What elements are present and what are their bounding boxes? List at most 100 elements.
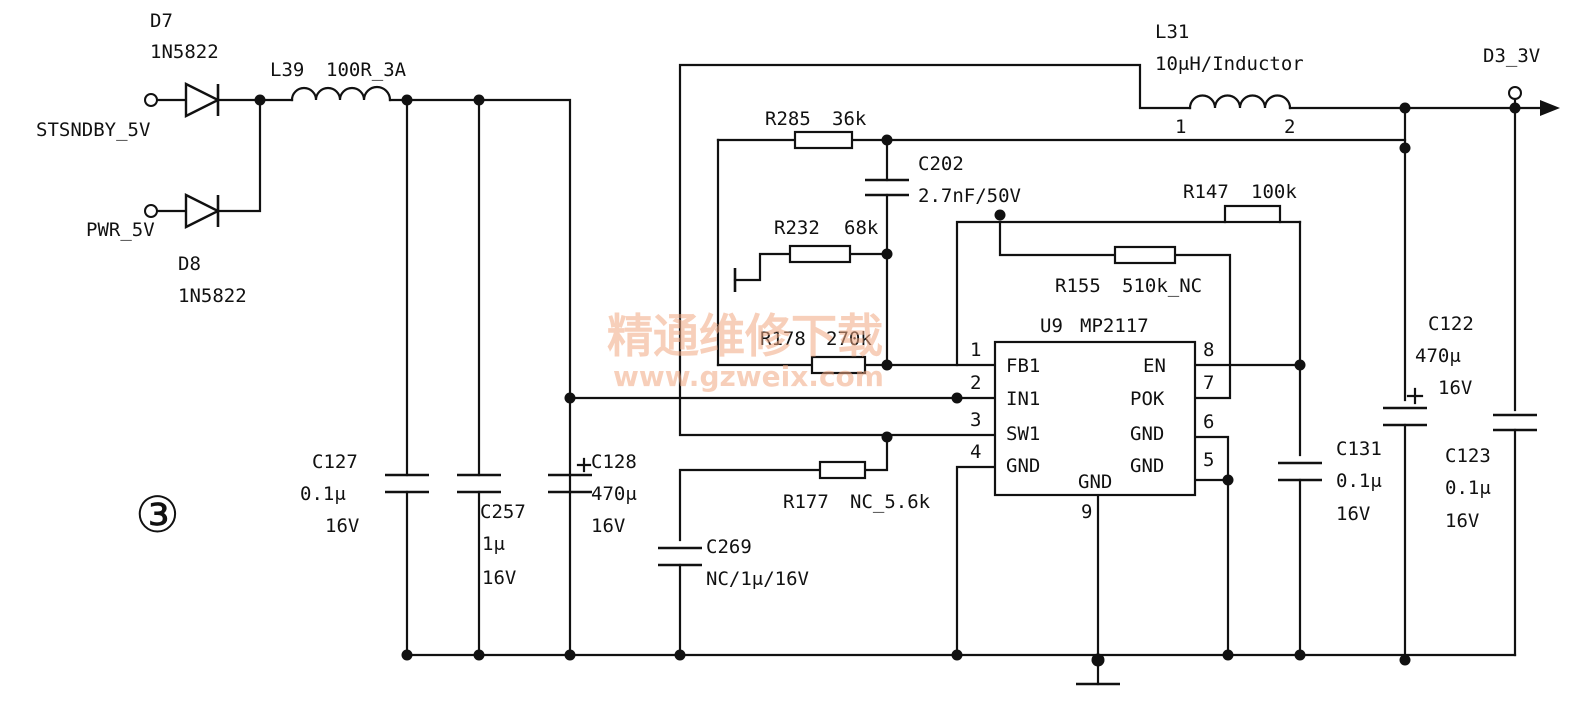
label-d8-ref: D8 — [178, 253, 201, 275]
label-r147-value: 100k — [1251, 181, 1297, 203]
capacitors — [385, 178, 1537, 567]
label-r232-ref: R232 — [774, 217, 820, 239]
capacitor-c202 — [865, 178, 909, 197]
ic-pin1-num: 1 — [970, 339, 981, 361]
label-l31-pin2: 2 — [1284, 116, 1295, 138]
ic-pin2-num: 2 — [970, 372, 981, 394]
label-r147-ref: R147 — [1183, 181, 1229, 203]
label-c127-ref: C127 — [312, 451, 358, 473]
label-r178-ref: R178 — [760, 328, 806, 350]
resistor-r232 — [788, 244, 852, 264]
label-c122-ref: C122 — [1428, 313, 1474, 335]
label-d7-ref: D7 — [150, 10, 173, 32]
ic-pin7-name: POK — [1130, 388, 1165, 410]
diode-d8 — [184, 193, 221, 229]
label-c131-ref: C131 — [1336, 438, 1382, 460]
label-c122-value: 470μ — [1415, 345, 1461, 367]
junction-dots — [254, 94, 1521, 667]
label-c123-value: 0.1μ — [1445, 477, 1491, 499]
ic-pin3-num: 3 — [970, 409, 981, 431]
terminal-stsndby — [144, 93, 158, 107]
capacitor-c127 — [385, 473, 429, 494]
ic-pin5-name: GND — [1130, 455, 1164, 477]
ic-pin7-num: 7 — [1203, 372, 1214, 394]
ic-pin6-name: GND — [1130, 423, 1164, 445]
ic-pin1-name: FB1 — [1006, 355, 1040, 377]
resistors — [788, 130, 1282, 480]
inductor-l39 — [290, 85, 392, 102]
ic-pin6-num: 6 — [1203, 411, 1214, 433]
ic-u9 — [993, 340, 1197, 497]
label-d8-value: 1N5822 — [178, 285, 247, 307]
label-c123-ref: C123 — [1445, 445, 1491, 467]
label-r285-value: 36k — [832, 108, 867, 130]
resistor-r177 — [818, 460, 867, 480]
label-l31-value: 10μH/Inductor — [1155, 53, 1304, 75]
label-ic-part: MP2117 — [1080, 315, 1149, 337]
label-l39-ref: L39 — [270, 59, 304, 81]
ic-pin8-num: 8 — [1203, 339, 1214, 361]
label-r155-ref: R155 — [1055, 275, 1101, 297]
resistor-r178 — [810, 355, 867, 375]
label-c269-ref: C269 — [706, 536, 752, 558]
wires — [154, 63, 1542, 686]
ic-pin4-num: 4 — [970, 441, 981, 463]
ic-pin3-name: SW1 — [1006, 423, 1040, 445]
capacitor-c128 — [548, 457, 592, 494]
label-d7-value: 1N5822 — [150, 41, 219, 63]
label-c257-value: 1μ — [482, 533, 505, 555]
label-r285-ref: R285 — [765, 108, 811, 130]
ic-pin5-num: 5 — [1203, 449, 1214, 471]
label-ic-ref: U9 — [1040, 315, 1063, 337]
label-stsndby: STSNDBY_5V — [36, 119, 150, 141]
label-c131-value: 0.1μ — [1336, 470, 1382, 492]
capacitor-c123 — [1493, 413, 1537, 432]
output-arrow-icon — [1540, 100, 1560, 116]
capacitor-c257 — [457, 473, 501, 494]
terminal-out — [1508, 86, 1522, 100]
watermark-title: 精通维修下载 — [607, 309, 883, 363]
ic-pin2-name: IN1 — [1006, 388, 1040, 410]
terminal-pwr — [144, 204, 158, 218]
label-c202-value: 2.7nF/50V — [918, 185, 1021, 207]
resistor-r155 — [1113, 245, 1177, 265]
label-output: D3_3V — [1483, 45, 1540, 67]
ic-pin9-name: GND — [1078, 471, 1112, 493]
resistor-r285 — [793, 130, 854, 150]
labels: D7 1N5822 D8 1N5822 STSNDBY_5V PWR_5V L3… — [36, 10, 1540, 590]
ic-pin8-name: EN — [1143, 355, 1166, 377]
circuit-number: ③ — [135, 486, 180, 544]
capacitor-c122 — [1383, 387, 1427, 427]
label-r232-value: 68k — [844, 217, 879, 239]
terminals — [144, 86, 1560, 218]
label-c123-voltage: 16V — [1445, 510, 1479, 532]
capacitor-c131 — [1278, 461, 1322, 482]
label-c122-voltage: 16V — [1438, 377, 1472, 399]
label-c128-voltage: 16V — [591, 515, 625, 537]
resistor-r147 — [1223, 204, 1282, 224]
label-c128-value: 470μ — [591, 483, 637, 505]
label-c127-value: 0.1μ — [300, 483, 346, 505]
ic-pin9-num: 9 — [1081, 501, 1092, 523]
label-c131-voltage: 16V — [1336, 503, 1370, 525]
ic-pin4-name: GND — [1006, 455, 1040, 477]
label-l39-value: 100R_3A — [326, 59, 407, 81]
label-c202-ref: C202 — [918, 153, 964, 175]
label-c269-value: NC/1μ/16V — [706, 568, 809, 590]
label-c257-ref: C257 — [480, 501, 526, 523]
label-l31-pin1: 1 — [1175, 116, 1186, 138]
inductor-l31 — [1188, 94, 1292, 110]
label-l31-ref: L31 — [1155, 21, 1189, 43]
label-r177-ref: R177 — [783, 491, 829, 513]
label-c127-voltage: 16V — [325, 515, 359, 537]
label-r177-value: NC_5.6k — [850, 491, 931, 513]
label-r155-value: 510k_NC — [1122, 275, 1202, 297]
label-r178-value: 270k — [826, 328, 872, 350]
watermark: 精通维修下载 www.gzweix.com — [607, 309, 884, 393]
diode-d7 — [184, 82, 221, 118]
label-c257-voltage: 16V — [482, 567, 516, 589]
watermark-url: www.gzweix.com — [613, 360, 884, 393]
label-c128-ref: C128 — [591, 451, 637, 473]
label-pwr: PWR_5V — [86, 219, 155, 241]
